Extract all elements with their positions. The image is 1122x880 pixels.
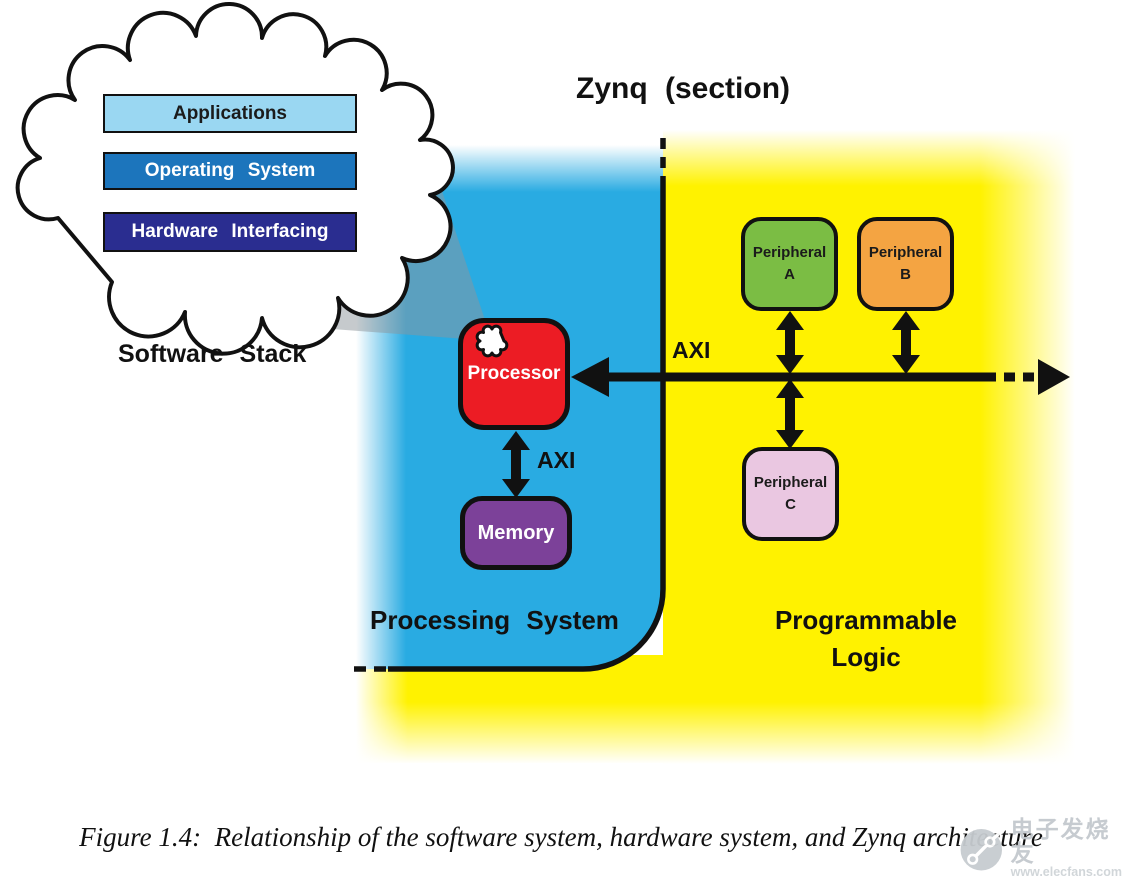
peripheral-b-letter: B: [900, 266, 911, 283]
processing-system-label: Processing System: [370, 605, 619, 635]
memory-label: Memory: [477, 521, 555, 544]
axi-bus-label: AXI: [672, 337, 711, 363]
memory-box: Memory: [460, 496, 572, 570]
zoom-spotlight-circle: [475, 324, 509, 358]
peripheral-c-label: Peripheral: [753, 474, 828, 491]
section-border: [349, 138, 666, 672]
programmable-logic-line1: Programmable: [774, 605, 958, 635]
peripheral-a-letter: A: [784, 266, 795, 283]
layer-applications: Applications: [103, 94, 357, 133]
bus-arrowhead-right: [1038, 359, 1070, 395]
arrow-bus-peripheral-a: [776, 311, 804, 374]
arrow-processor-memory: [502, 431, 530, 498]
figure-caption: Figure 1.4: Relationship of the software…: [79, 822, 1043, 852]
peripheral-c-letter: C: [785, 496, 796, 513]
axi-processor-memory-label: AXI: [537, 447, 576, 473]
axi-bus: [571, 357, 1070, 397]
layer-hardware-interfacing: Hardware Interfacing: [103, 212, 357, 252]
figure-title: Zynq (section): [576, 72, 791, 105]
elecfans-watermark: 电子发烧友 www.elecfans.com: [958, 816, 1122, 880]
peripheral-c-box: Peripheral C: [742, 447, 839, 541]
watermark-name: 电子发烧友: [1010, 816, 1111, 867]
arrow-bus-peripheral-b: [892, 311, 920, 374]
peripheral-a-box: Peripheral A: [741, 217, 838, 311]
peripheral-a-label: Peripheral: [752, 244, 827, 261]
programmable-logic-line2: Logic: [831, 642, 901, 672]
bus-arrowhead-left: [571, 357, 609, 397]
watermark-url: www.elecfans.com: [1010, 864, 1122, 879]
processor-label: Processor: [467, 363, 561, 384]
peripheral-b-label: Peripheral: [868, 244, 943, 261]
layer-operating-system: Operating System: [103, 152, 357, 190]
programmable-logic-label: Programmable Logic: [756, 602, 976, 676]
peripheral-b-box: Peripheral B: [857, 217, 954, 311]
elecfans-logo-icon: [960, 829, 1004, 871]
arrow-bus-peripheral-c: [776, 379, 804, 449]
software-stack-label: Software Stack: [118, 340, 307, 368]
